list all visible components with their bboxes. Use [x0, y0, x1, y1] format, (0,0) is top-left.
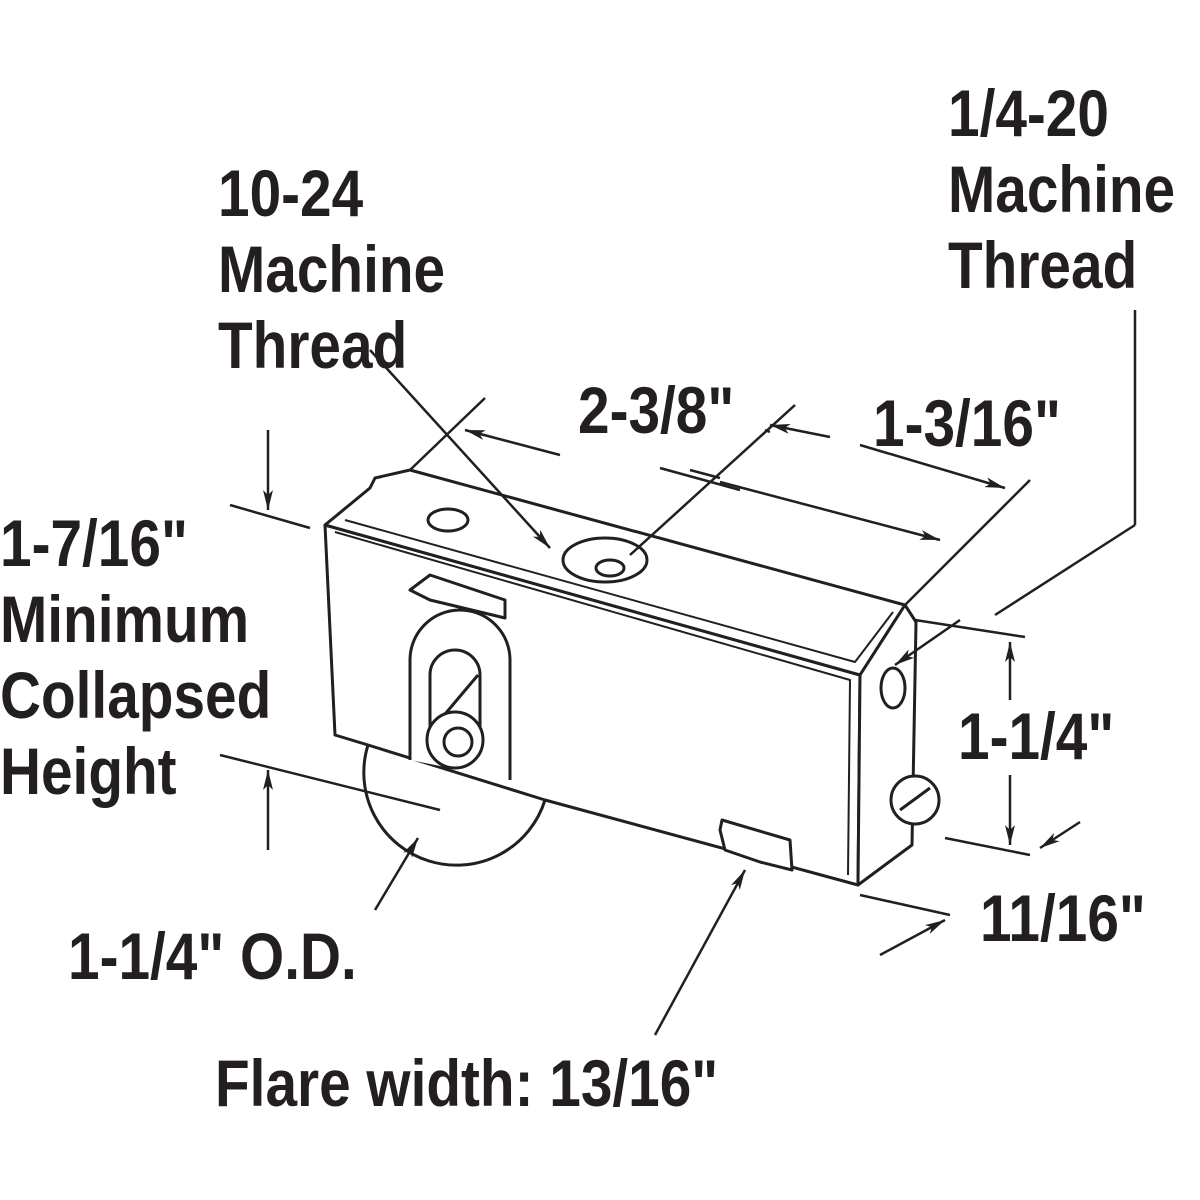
label-min-height: 1-7/16" Minimum Collapsed Height	[0, 505, 271, 809]
label-line: 1/4-20	[948, 76, 1109, 150]
label-line: Machine	[948, 152, 1176, 226]
countersink-hole	[561, 536, 649, 584]
label-line: Collapsed	[0, 658, 272, 732]
label-wheel-od: 1-1/4" O.D.	[68, 919, 357, 993]
label-line: 1-7/16"	[0, 506, 188, 580]
label-length-1-3-16: 1-3/16"	[873, 386, 1061, 460]
label-10-24-thread: 10-24 Machine Thread	[218, 155, 445, 383]
label-line: Thread	[218, 308, 408, 382]
label-1-4-20-thread: 1/4-20 Machine Thread	[948, 75, 1175, 303]
wheel	[362, 744, 547, 867]
label-line: Height	[0, 734, 177, 808]
label-line: 10-24	[218, 156, 364, 230]
label-flare-width: Flare width: 13/16"	[215, 1046, 719, 1120]
label-height-1-1-4: 1-1/4"	[958, 699, 1115, 773]
label-width-11-16: 11/16"	[980, 881, 1146, 955]
label-line: Machine	[218, 232, 446, 306]
label-line: Thread	[948, 228, 1138, 302]
label-length-2-3-8: 2-3/8"	[578, 373, 735, 447]
label-line: Minimum	[0, 582, 250, 656]
